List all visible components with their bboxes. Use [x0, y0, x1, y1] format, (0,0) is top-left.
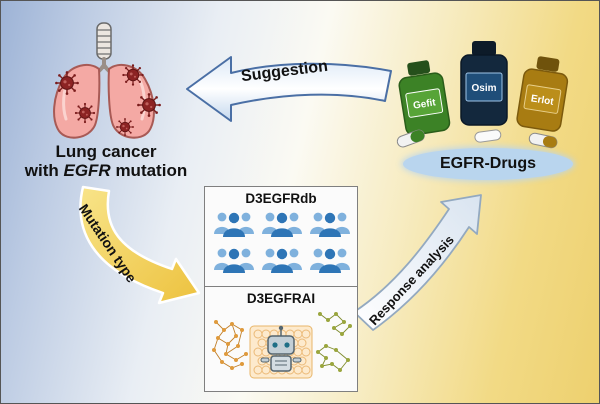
bottle-label-gefitinib: Gefit	[412, 97, 437, 112]
egfr-drugs-badge: EGFR-Drugs	[403, 148, 573, 180]
lungs-illustration	[53, 22, 162, 139]
drug-bottles-illustration: Gefit Osim Erlot	[396, 41, 569, 149]
pill-bottle-icon: Osim	[460, 41, 508, 126]
lung-cancer-label: Lung cancer with EGFR mutation	[11, 142, 201, 181]
d3egfrai-module: D3EGFRAI	[204, 286, 358, 392]
robot-icon	[260, 325, 302, 372]
response-analysis-arrow	[353, 194, 482, 331]
community-users-illustration	[214, 212, 350, 273]
bottle-label-osimertinib: Osim	[471, 83, 496, 94]
capsule-icon	[528, 132, 558, 149]
mutation-type-arrow	[79, 185, 201, 305]
ai-analysis-illustration	[212, 312, 352, 379]
pill-bottle-icon: Erlot	[516, 56, 569, 132]
d3egfrdb-module: D3EGFRdb	[204, 186, 358, 287]
d3egfrdb-title: D3EGFRdb	[245, 191, 317, 206]
lung-label-line2: with EGFR mutation	[11, 160, 201, 181]
lung-label-line1: Lung cancer	[55, 142, 157, 161]
egfr-gene-text: EGFR	[63, 160, 111, 180]
suggestion-arrow	[186, 56, 392, 122]
capsule-icon	[396, 129, 425, 148]
d3egfrai-title: D3EGFRAI	[246, 291, 316, 306]
capsule-icon	[474, 129, 502, 143]
pill-bottle-icon: Gefit	[398, 60, 451, 136]
bottle-label-erlotinib: Erlot	[530, 93, 555, 108]
lung-label-with: with	[24, 160, 64, 180]
lung-label-mutation: mutation	[110, 160, 188, 180]
egfr-drugs-label: EGFR-Drugs	[440, 155, 536, 172]
